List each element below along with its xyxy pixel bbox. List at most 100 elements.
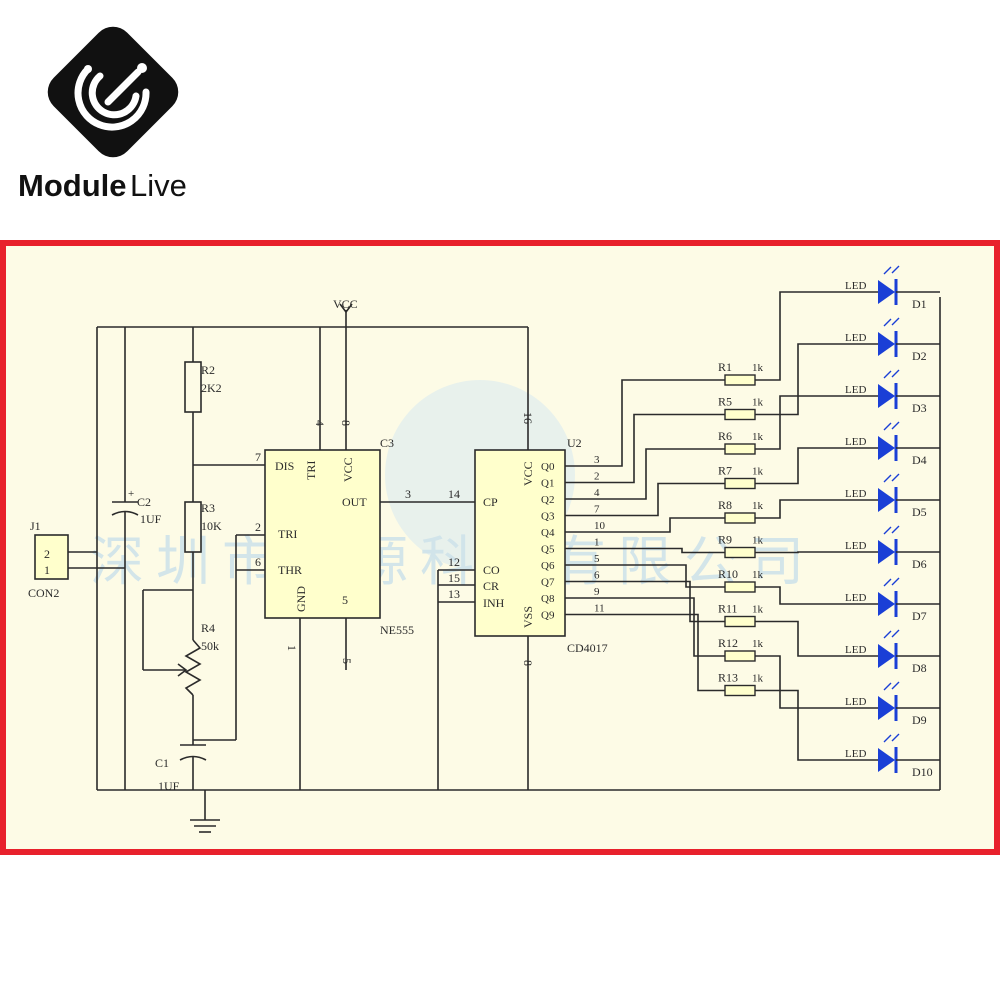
ne555-pin8: 8 xyxy=(339,420,353,426)
ne555-pin7: 7 xyxy=(255,450,261,464)
ch9-led-label: LED xyxy=(845,696,866,708)
ch7-resistor xyxy=(724,581,756,593)
ch5-wire-out xyxy=(755,499,878,519)
ch1-q-label: Q0 xyxy=(541,461,555,473)
ch1-res-value: 1k xyxy=(752,362,764,374)
cd4017-vss: VSS xyxy=(521,606,535,628)
r4-ref: R4 xyxy=(201,621,215,635)
ch8-led-label: LED xyxy=(845,644,866,656)
cd4017-pin15: 15 xyxy=(448,571,460,585)
ch9-resistor xyxy=(724,650,756,662)
ch5-res-ref: R8 xyxy=(718,498,732,512)
cd4017-part: CD4017 xyxy=(567,641,608,655)
ch9-led-ref: D9 xyxy=(912,713,927,727)
ch3-wire-out xyxy=(755,395,878,450)
ch7-pin-number: 5 xyxy=(594,553,600,565)
ch10-resistor xyxy=(724,684,756,697)
cd4017-pin8: 8 xyxy=(521,660,535,666)
ch3-led-label: LED xyxy=(845,384,866,396)
ne555-vcc: VCC xyxy=(341,457,355,482)
ch7-wire-out xyxy=(755,586,878,605)
ch4-q-label: Q3 xyxy=(541,511,555,523)
ch7-led-ref: D7 xyxy=(912,609,927,623)
vcc-label: VCC xyxy=(333,297,358,311)
ch10-led-label: LED xyxy=(845,748,866,760)
ch5-q-label: Q4 xyxy=(541,527,555,539)
ch3-led-ref: D3 xyxy=(912,401,927,415)
ch7-q-label: Q6 xyxy=(541,560,555,572)
ch8-led-rays xyxy=(883,629,900,639)
ne555-pin6: 6 xyxy=(255,555,261,569)
ch4-wire-in xyxy=(565,482,725,517)
ch1-led-label: LED xyxy=(845,280,866,292)
ch6-led-rays xyxy=(883,525,900,535)
ch3-led-body xyxy=(878,384,895,408)
ch4-resistor xyxy=(724,477,756,490)
ch1-res-ref: R1 xyxy=(718,360,732,374)
ch8-resistor xyxy=(724,615,756,628)
ne555-tri-top: TRI xyxy=(304,461,318,480)
ch1-led-rays xyxy=(883,265,900,275)
ne555-pin5-outside: 5 xyxy=(340,658,354,664)
ch9-res-ref: R12 xyxy=(718,636,738,650)
ch6-led-label: LED xyxy=(845,540,866,552)
ch10-led-body xyxy=(878,748,895,772)
brand-name-bold: Module xyxy=(18,168,127,203)
ch10-wire-in xyxy=(565,613,725,692)
ch6-res-ref: R9 xyxy=(718,533,732,547)
ch8-wire-out xyxy=(755,620,878,657)
c2-value: 1UF xyxy=(140,512,162,526)
j1-ref: J1 xyxy=(30,519,41,533)
ch1-led-ref: D1 xyxy=(912,297,927,311)
ne555-out: OUT xyxy=(342,495,367,509)
ne555-dis: DIS xyxy=(275,459,294,473)
ch1-wire-out xyxy=(755,291,878,381)
ne555-gnd: GND xyxy=(294,586,308,612)
cd4017-co: CO xyxy=(483,563,500,577)
ch3-res-value: 1k xyxy=(752,431,764,443)
ch2-led-ref: D2 xyxy=(912,349,927,363)
ne555-pin2: 2 xyxy=(255,520,261,534)
ch2-res-value: 1k xyxy=(752,397,764,409)
ch4-led-rays xyxy=(883,421,900,431)
cd4017-pin16: 16 xyxy=(521,412,535,424)
ch10-led-ref: D10 xyxy=(912,765,933,779)
ch1-led-body xyxy=(878,280,895,304)
ch8-res-ref: R11 xyxy=(718,602,738,616)
ch2-pin-number: 2 xyxy=(594,471,600,483)
ch5-resistor xyxy=(724,512,756,524)
ch4-res-ref: R7 xyxy=(718,464,732,478)
ch5-res-value: 1k xyxy=(752,500,764,512)
brand-name-light: Live xyxy=(130,168,187,203)
ch2-led-body xyxy=(878,332,895,356)
c1-value: 1UF xyxy=(158,779,180,793)
ch2-led-rays xyxy=(883,317,900,327)
ch7-led-rays xyxy=(883,577,900,587)
r2-value: 2K2 xyxy=(201,381,222,395)
c2-polarity: + xyxy=(128,488,134,500)
ch3-pin-number: 4 xyxy=(594,487,600,499)
r3-value: 10K xyxy=(201,519,222,533)
ne555-pin4: 4 xyxy=(313,420,327,426)
cd4017-pin13: 13 xyxy=(448,587,460,601)
ch10-q-label: Q9 xyxy=(541,610,555,622)
ch2-res-ref: R5 xyxy=(718,395,732,409)
ch3-led-rays xyxy=(883,369,900,379)
ch4-led-label: LED xyxy=(845,436,866,448)
ch4-pin-number: 7 xyxy=(594,504,600,516)
ch7-wire-in xyxy=(565,564,725,588)
ch2-q-label: Q1 xyxy=(541,478,554,490)
cd4017-cp: CP xyxy=(483,495,498,509)
ch2-wire-in xyxy=(565,413,725,484)
j1-pin1: 1 xyxy=(44,563,50,577)
c2-ref: C2 xyxy=(137,495,151,509)
ch8-led-ref: D8 xyxy=(912,661,927,675)
ch3-resistor xyxy=(724,443,756,455)
j1-type: CON2 xyxy=(28,586,59,600)
ch4-led-ref: D4 xyxy=(912,453,927,467)
ch2-wire-out xyxy=(755,343,878,416)
ch8-led-body xyxy=(878,644,895,668)
r3-ref: R3 xyxy=(201,501,215,515)
ch10-pin-number: 11 xyxy=(594,603,605,615)
